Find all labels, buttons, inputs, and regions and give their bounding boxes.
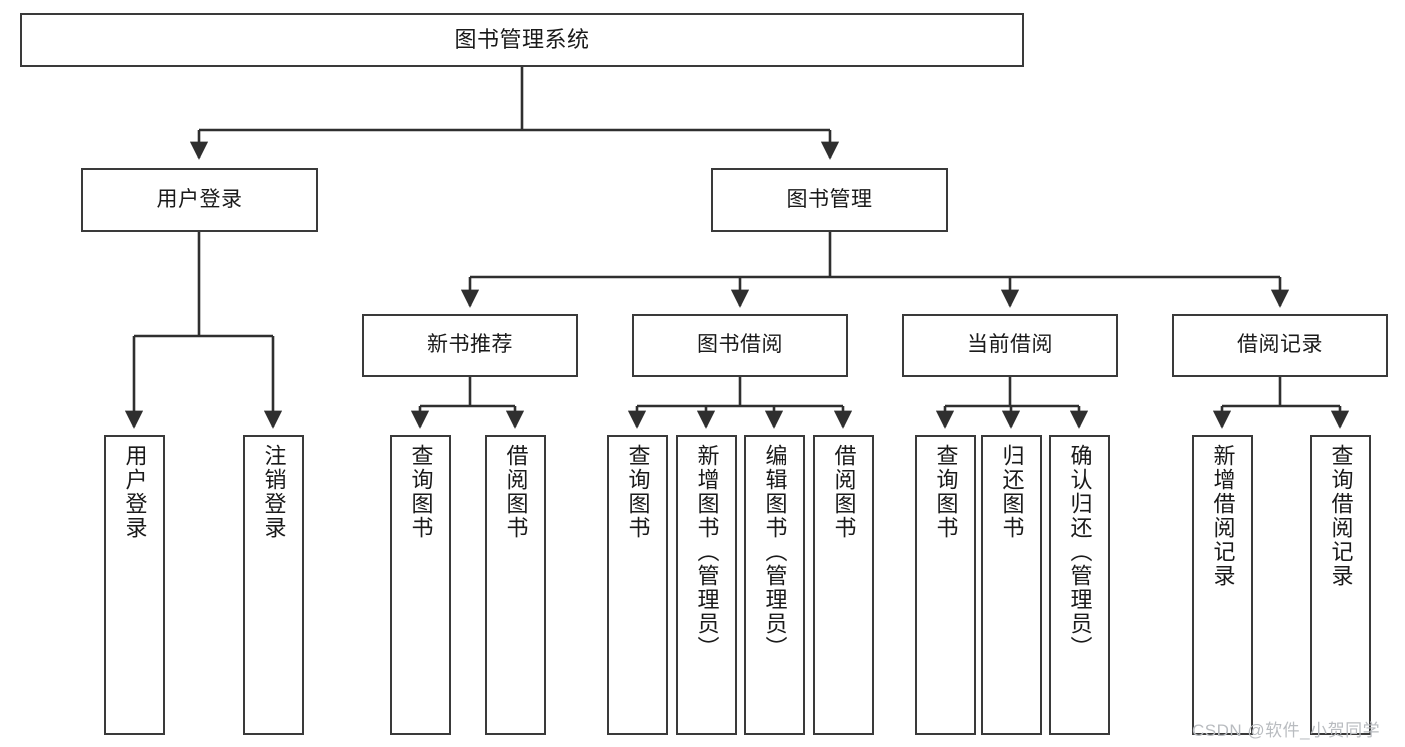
node-label: 用户登录: [156, 187, 243, 211]
leaf-book-borrow-query[interactable]: 查询图书: [607, 435, 668, 735]
leaf-user-login-signout[interactable]: 注销登录: [243, 435, 304, 735]
node-label: 注销登录: [261, 444, 287, 540]
node-label: 借阅图书: [503, 444, 529, 540]
node-label: 新增借阅记录: [1210, 444, 1236, 588]
leaf-user-login-signin[interactable]: 用户登录: [104, 435, 165, 735]
node-label: 编辑图书（管理员）: [762, 444, 788, 660]
node-label: 查询图书: [933, 444, 959, 540]
node-label: 图书管理: [786, 187, 873, 211]
leaf-new-book-borrow[interactable]: 借阅图书: [485, 435, 546, 735]
node-label: 确认归还（管理员）: [1067, 444, 1093, 660]
leaf-book-borrow-edit[interactable]: 编辑图书（管理员）: [744, 435, 805, 735]
node-label: 当前借阅: [967, 333, 1053, 357]
leaf-new-book-query[interactable]: 查询图书: [390, 435, 451, 735]
node-label: 归还图书: [999, 444, 1025, 540]
leaf-current-borrow-return[interactable]: 归还图书: [981, 435, 1042, 735]
leaf-current-borrow-confirm-return[interactable]: 确认归还（管理员）: [1049, 435, 1110, 735]
node-label: 新书推荐: [427, 333, 513, 357]
node-label: 查询借阅记录: [1328, 444, 1354, 588]
leaf-borrow-record-query[interactable]: 查询借阅记录: [1310, 435, 1371, 735]
watermark: CSDN @软件_小贺同学: [1192, 721, 1381, 740]
node-label: 新增图书（管理员）: [694, 444, 720, 660]
node-book-management[interactable]: 图书管理: [711, 168, 948, 232]
node-current-borrow[interactable]: 当前借阅: [902, 314, 1118, 377]
node-label: 借阅图书: [831, 444, 857, 540]
leaf-current-borrow-query[interactable]: 查询图书: [915, 435, 976, 735]
leaf-book-borrow-borrow[interactable]: 借阅图书: [813, 435, 874, 735]
node-root-system[interactable]: 图书管理系统: [20, 13, 1024, 67]
leaf-book-borrow-add[interactable]: 新增图书（管理员）: [676, 435, 737, 735]
node-new-book-recommend[interactable]: 新书推荐: [362, 314, 578, 377]
node-label: 查询图书: [625, 444, 651, 540]
leaf-borrow-record-add[interactable]: 新增借阅记录: [1192, 435, 1253, 735]
node-label: 查询图书: [408, 444, 434, 540]
node-book-borrow[interactable]: 图书借阅: [632, 314, 848, 377]
node-borrow-record[interactable]: 借阅记录: [1172, 314, 1388, 377]
node-label: 图书借阅: [697, 333, 783, 357]
node-label: 用户登录: [122, 444, 148, 540]
node-user-login[interactable]: 用户登录: [81, 168, 318, 232]
node-label: 借阅记录: [1237, 333, 1323, 357]
node-label: 图书管理系统: [454, 27, 590, 53]
